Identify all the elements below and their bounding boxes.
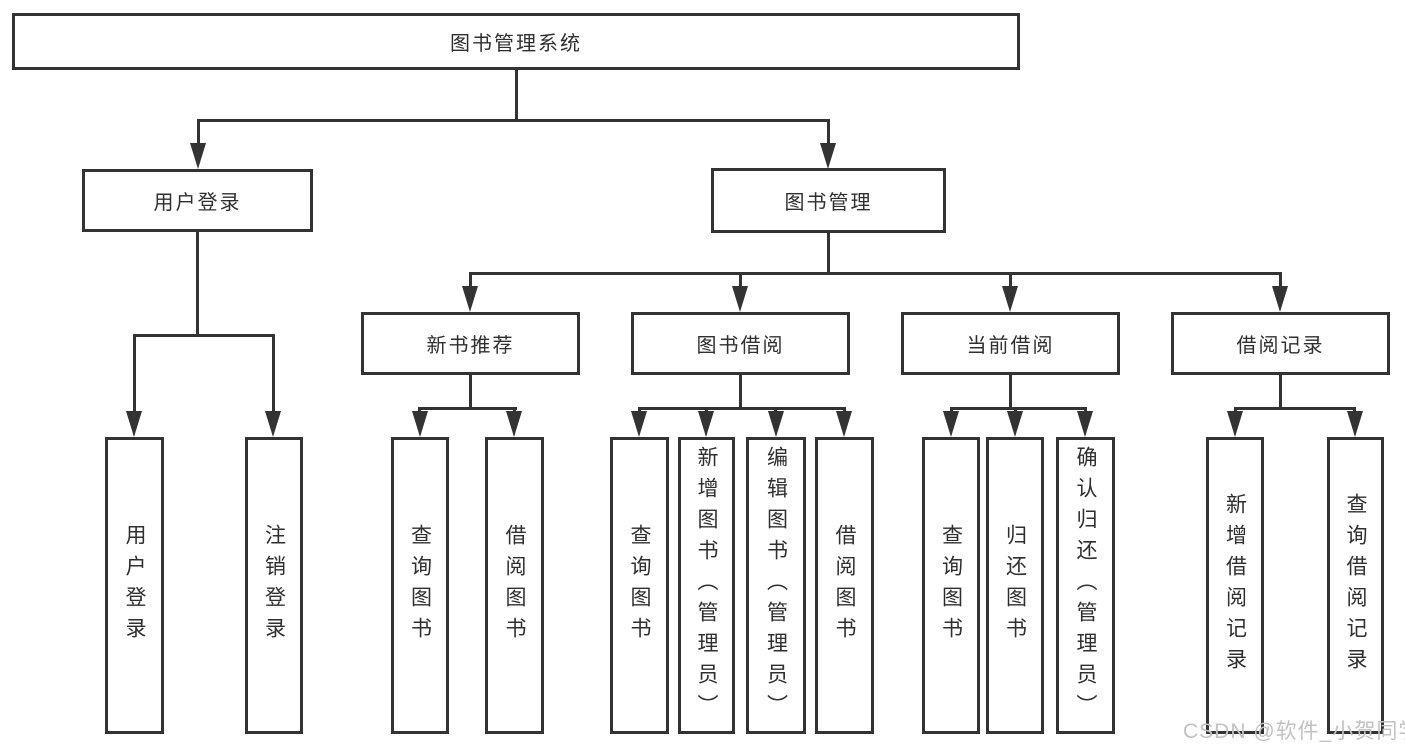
connector-user-login-stub [196, 232, 199, 336]
node-new-book-rec: 新书推荐 [361, 312, 580, 375]
leaf-user-login-label: 用户登录 [123, 523, 146, 648]
arrowhead-book-mgmt [820, 143, 836, 169]
arrowhead-leaf-login [126, 411, 142, 437]
leaf-cb-return-books-label: 归还图书 [1003, 523, 1027, 648]
arrowhead-bb-edit [768, 411, 784, 437]
node-book-mgmt-label: 图书管理 [784, 192, 873, 214]
connector-drop-cb-query [950, 407, 953, 414]
leaf-br-add-record: 新增借阅记录 [1206, 437, 1264, 734]
connector-curr-borrow-bar [950, 407, 1087, 410]
leaf-br-query-record: 查询借阅记录 [1327, 437, 1384, 734]
connector-drop-bb-borrow [843, 407, 846, 414]
leaf-bb-edit-books-admin: 编辑图书（管理员） [746, 437, 806, 734]
leaf-nr-borrow-books-label: 借阅图书 [503, 523, 526, 648]
arrowhead-leaf-logout [265, 411, 281, 437]
node-user-login: 用户登录 [82, 169, 313, 232]
leaf-br-query-record-label: 查询借阅记录 [1344, 492, 1367, 679]
leaf-logout: 注销登录 [245, 437, 303, 734]
connector-book-mgmt-stub [827, 233, 830, 274]
connector-drop-cb-return [1014, 407, 1017, 414]
connector-drop-br-query [1353, 407, 1356, 414]
leaf-bb-borrow-books: 借阅图书 [815, 437, 874, 734]
leaf-cb-query-books-label: 查询图书 [939, 523, 963, 648]
arrowhead-nr-query [412, 411, 428, 437]
leaf-cb-confirm-return-admin: 确认归还（管理员） [1056, 437, 1115, 734]
connector-drop-bb-edit [774, 407, 777, 414]
arrowhead-bb-query [631, 411, 647, 437]
connector-drop-borrow-rec [1279, 272, 1282, 287]
connector-drop-bb-query [638, 407, 641, 414]
arrowhead-nr-borrow [506, 411, 522, 437]
leaf-br-add-record-label: 新增借阅记录 [1223, 492, 1247, 679]
node-book-borrow-label: 图书借阅 [696, 335, 785, 357]
leaf-bb-query-books: 查询图书 [610, 437, 669, 734]
node-book-mgmt: 图书管理 [711, 168, 946, 233]
arrowhead-bb-add [698, 411, 714, 437]
connector-drop-new-rec [469, 272, 472, 287]
node-borrow-records: 借阅记录 [1171, 312, 1390, 375]
connector-new-rec-stub [469, 375, 472, 409]
node-current-borrow-label: 当前借阅 [966, 335, 1055, 357]
connector-drop-curr-borrow [1009, 272, 1012, 287]
leaf-cb-return-books: 归还图书 [986, 437, 1044, 734]
connector-drop-br-add [1234, 407, 1237, 414]
connector-level2-bar [197, 119, 830, 122]
node-user-login-label: 用户登录 [153, 192, 242, 214]
node-root: 图书管理系统 [12, 13, 1020, 70]
node-current-borrow: 当前借阅 [901, 312, 1120, 375]
arrowhead-borrow-rec [1272, 286, 1288, 312]
connector-drop-leaf-logout [272, 334, 275, 413]
connector-book-borrow-bar [638, 407, 846, 410]
leaf-cb-query-books: 查询图书 [922, 437, 980, 734]
node-book-borrow: 图书借阅 [631, 312, 850, 375]
leaf-bb-edit-books-admin-label: 编辑图书（管理员） [764, 446, 788, 725]
connector-drop-user-login [197, 119, 200, 146]
connector-new-rec-bar [418, 407, 517, 410]
leaf-logout-label: 注销登录 [262, 523, 286, 648]
connector-drop-book-borrow [739, 272, 742, 287]
leaf-cb-confirm-return-admin-label: 确认归还（管理员） [1074, 446, 1097, 725]
arrowhead-bb-borrow [836, 411, 852, 437]
connector-drop-cb-confirm [1084, 407, 1087, 414]
arrowhead-cb-return [1007, 411, 1023, 437]
node-new-book-rec-label: 新书推荐 [426, 335, 515, 357]
connector-root-stub [515, 70, 518, 121]
node-root-label: 图书管理系统 [450, 33, 582, 55]
node-borrow-records-label: 借阅记录 [1236, 335, 1325, 357]
connector-drop-nr-borrow [513, 407, 516, 414]
arrowhead-br-add [1227, 411, 1243, 437]
arrowhead-br-query [1347, 411, 1363, 437]
arrowhead-cb-confirm [1077, 411, 1093, 437]
connector-drop-leaf-login [133, 334, 136, 413]
connector-drop-book-mgmt [827, 119, 830, 146]
leaf-nr-query-books: 查询图书 [391, 437, 449, 734]
leaf-bb-borrow-books-label: 借阅图书 [833, 523, 856, 648]
csdn-watermark: CSDN @软件_小贺同学 [1183, 720, 1405, 743]
connector-drop-bb-add [705, 407, 708, 414]
arrowhead-user-login [190, 143, 206, 169]
leaf-nr-query-books-label: 查询图书 [408, 523, 432, 648]
arrowhead-cb-query [943, 411, 959, 437]
connector-borrow-rec-bar [1234, 407, 1356, 410]
connector-borrow-rec-stub [1279, 375, 1282, 409]
connector-book-borrow-stub [739, 375, 742, 409]
leaf-user-login: 用户登录 [105, 437, 164, 734]
leaf-bb-add-books-admin-label: 新增图书（管理员） [695, 446, 718, 725]
arrowhead-book-borrow [732, 286, 748, 312]
connector-user-login-bar [133, 334, 275, 337]
connector-drop-nr-query [418, 407, 421, 414]
leaf-bb-add-books-admin: 新增图书（管理员） [678, 437, 735, 734]
connector-curr-borrow-stub [1009, 375, 1012, 409]
leaf-bb-query-books-label: 查询图书 [628, 523, 651, 648]
arrowhead-curr-borrow [1002, 286, 1018, 312]
leaf-nr-borrow-books: 借阅图书 [485, 437, 544, 734]
connector-level3-bar [469, 272, 1282, 275]
arrowhead-new-rec [462, 286, 478, 312]
